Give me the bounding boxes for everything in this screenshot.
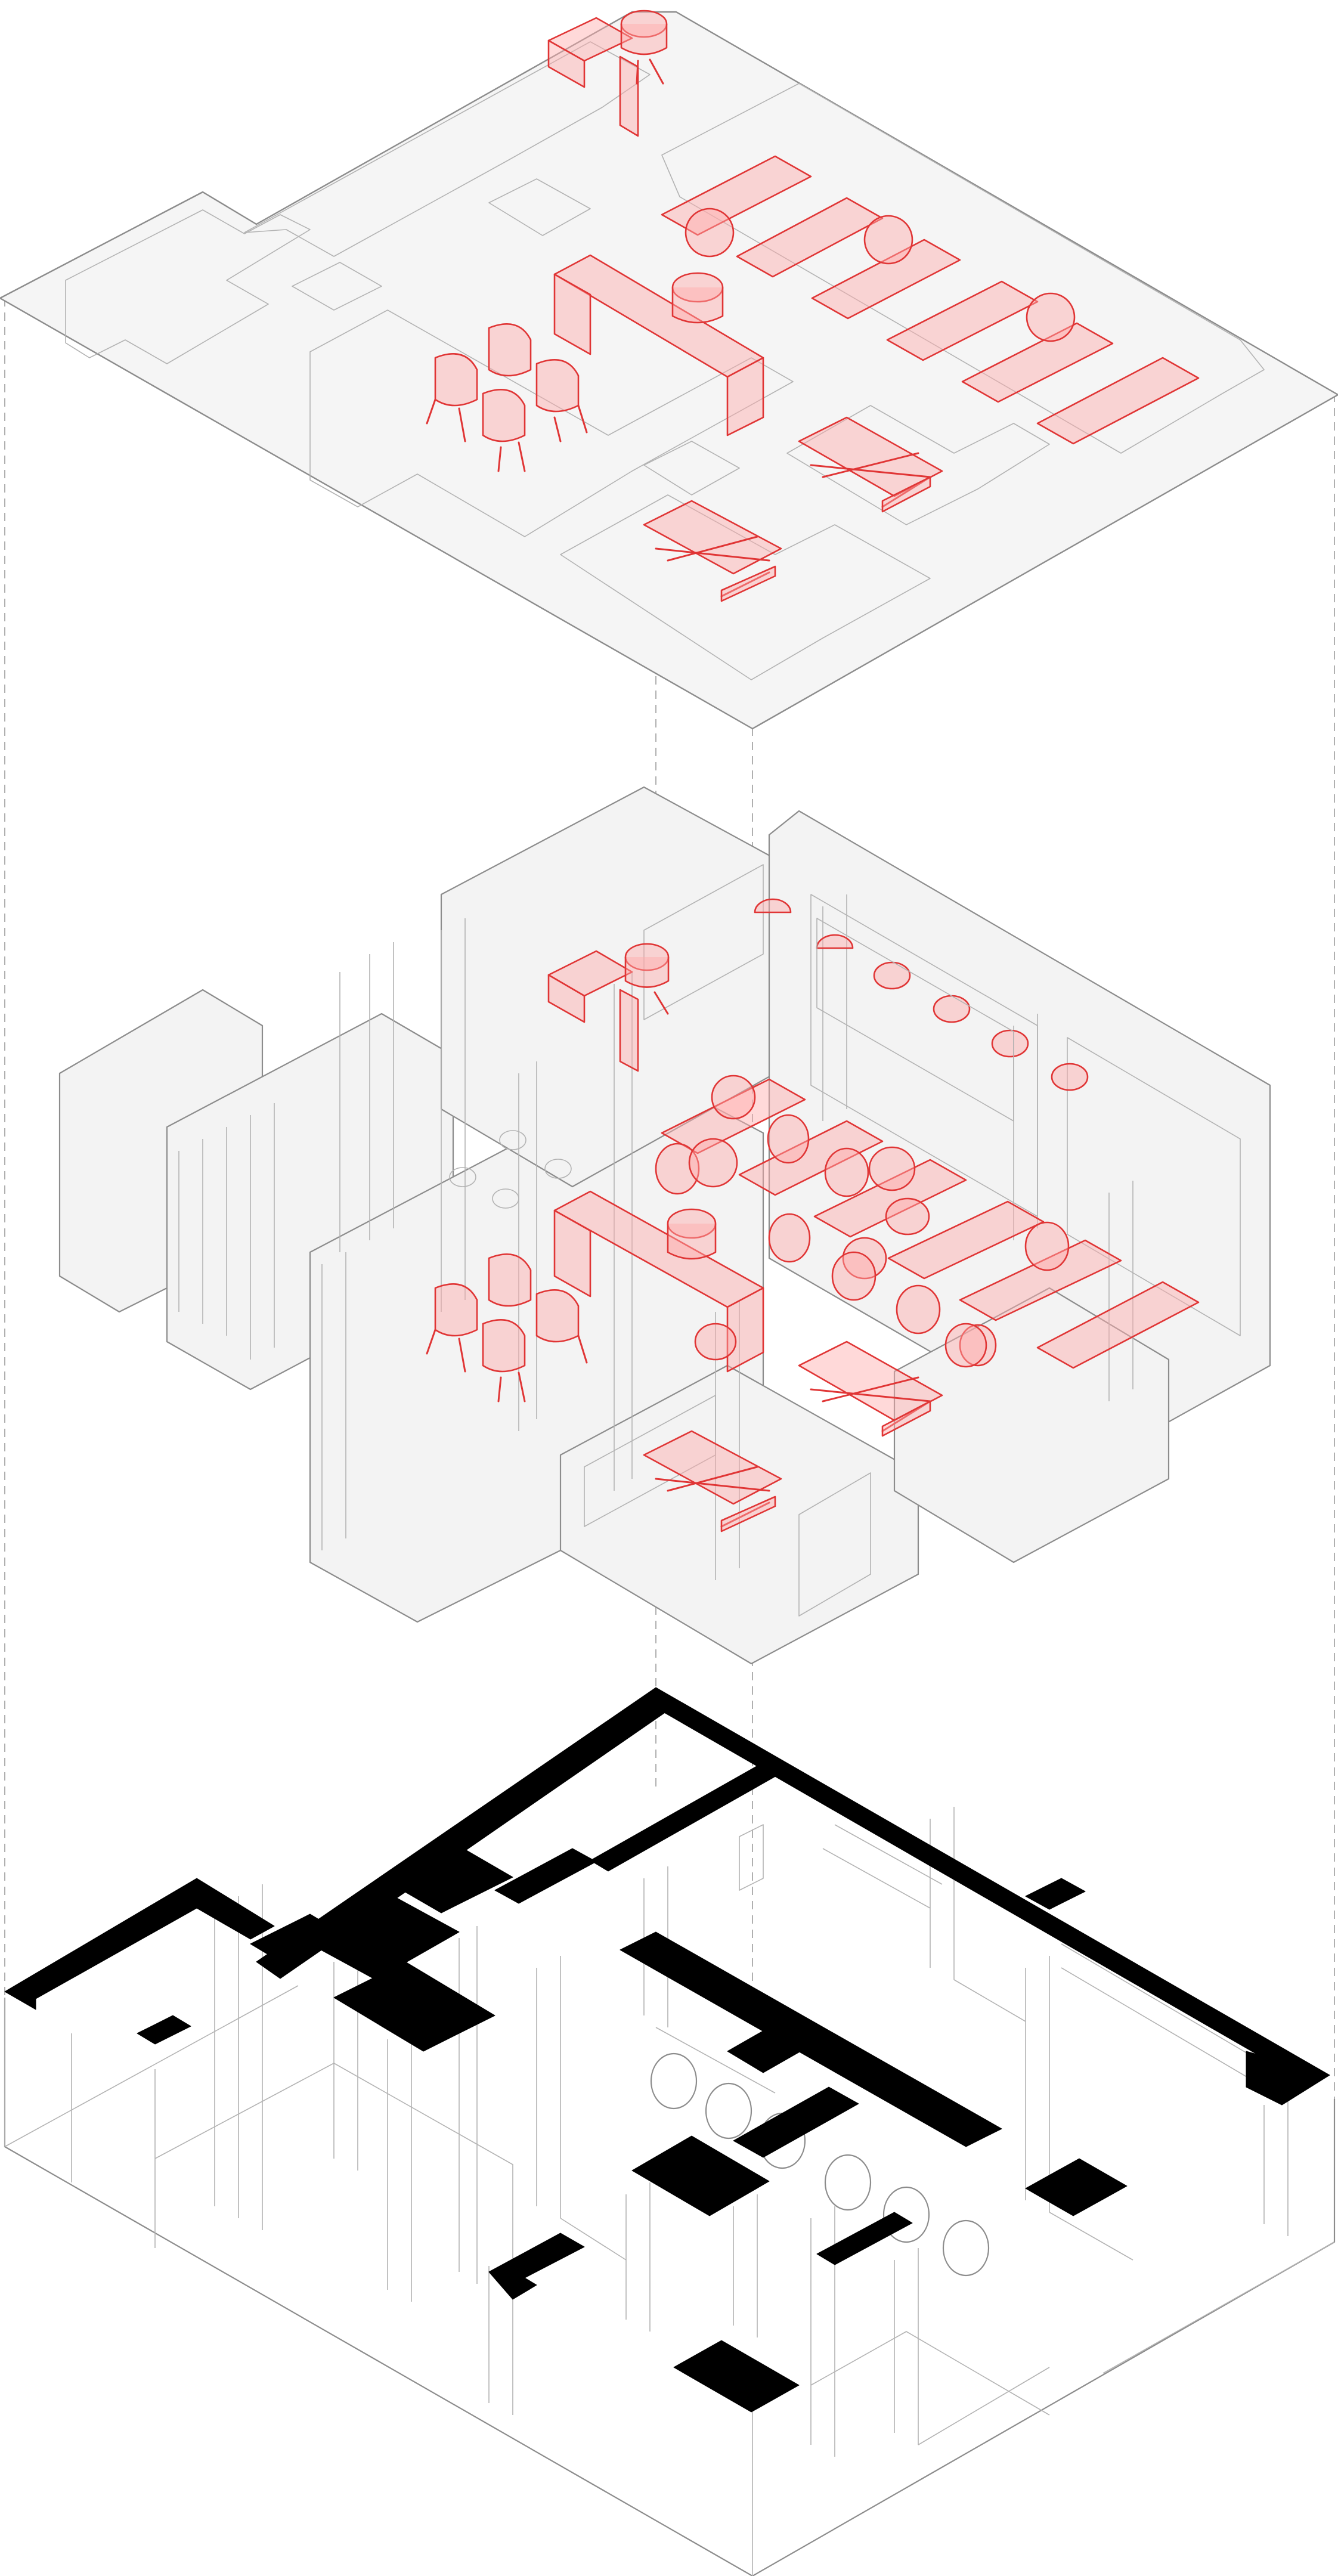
lounge-table-mid	[553, 1190, 764, 1373]
room-outline-corridor	[244, 41, 651, 257]
wall-cut-west	[4, 1878, 275, 2010]
wall-cut-corridor	[381, 1842, 513, 1914]
room-outline-small-a	[488, 178, 591, 236]
wall-cut-south	[673, 2340, 800, 2413]
armchair-group-mid	[426, 1253, 588, 1402]
work-tables-mid	[655, 1075, 1200, 1369]
wall-cut-east-stub	[1025, 2158, 1128, 2216]
wall-cut-lounge-north	[620, 1931, 1002, 2147]
wall-cut-east-south	[816, 2212, 913, 2265]
work-tables	[661, 155, 1200, 445]
wall-cut-east-mid	[1025, 1878, 1086, 1910]
room-outline-hall	[65, 209, 311, 364]
room-outline-studio	[560, 494, 931, 680]
trestle-table-mid-b	[643, 1430, 782, 1532]
wall-cuts	[4, 1687, 1330, 2413]
trestle-table-mid-a	[798, 1340, 943, 1437]
trestle-table-top-b	[643, 500, 782, 602]
floor-plan-layer	[0, 10, 1338, 730]
wall-cut-lounge-stub	[727, 2027, 806, 2073]
room-outline-office	[661, 83, 1265, 454]
wall-faces	[4, 1807, 1289, 2457]
reception-desk-mid	[547, 943, 670, 1072]
armchair-group-top	[426, 323, 588, 472]
lounge-table-top	[553, 254, 764, 436]
wall-cut-court-b	[333, 1961, 495, 2052]
reception-desk	[547, 17, 639, 137]
trestle-table-top-a	[798, 416, 943, 513]
room-outline-small-b	[643, 441, 740, 496]
room-outline-lounge	[309, 309, 794, 537]
wall-cut-mid-north-b	[590, 1758, 788, 1872]
desk-chair-top	[620, 10, 668, 85]
wall-cut-centre-b	[631, 2135, 770, 2216]
ceiling-lamps-mid	[449, 898, 1089, 1209]
volumes-layer	[58, 786, 1271, 1665]
walls-layer	[4, 1687, 1336, 2576]
interior-partitions	[178, 864, 1241, 1617]
wall-cut-south-west	[488, 2233, 585, 2300]
wall-cut-east-end	[1246, 2051, 1330, 2106]
volume-office-block	[768, 810, 1271, 1456]
wall-cut-court	[309, 1896, 460, 1980]
room-outline-niche	[292, 262, 382, 311]
ground-outline	[4, 1998, 1336, 2576]
room-outline-workshop	[786, 405, 1050, 525]
wall-cut-centre	[733, 2086, 859, 2158]
wall-round-openings	[650, 2052, 990, 2277]
wall-cut-west-stub	[137, 2015, 191, 2045]
